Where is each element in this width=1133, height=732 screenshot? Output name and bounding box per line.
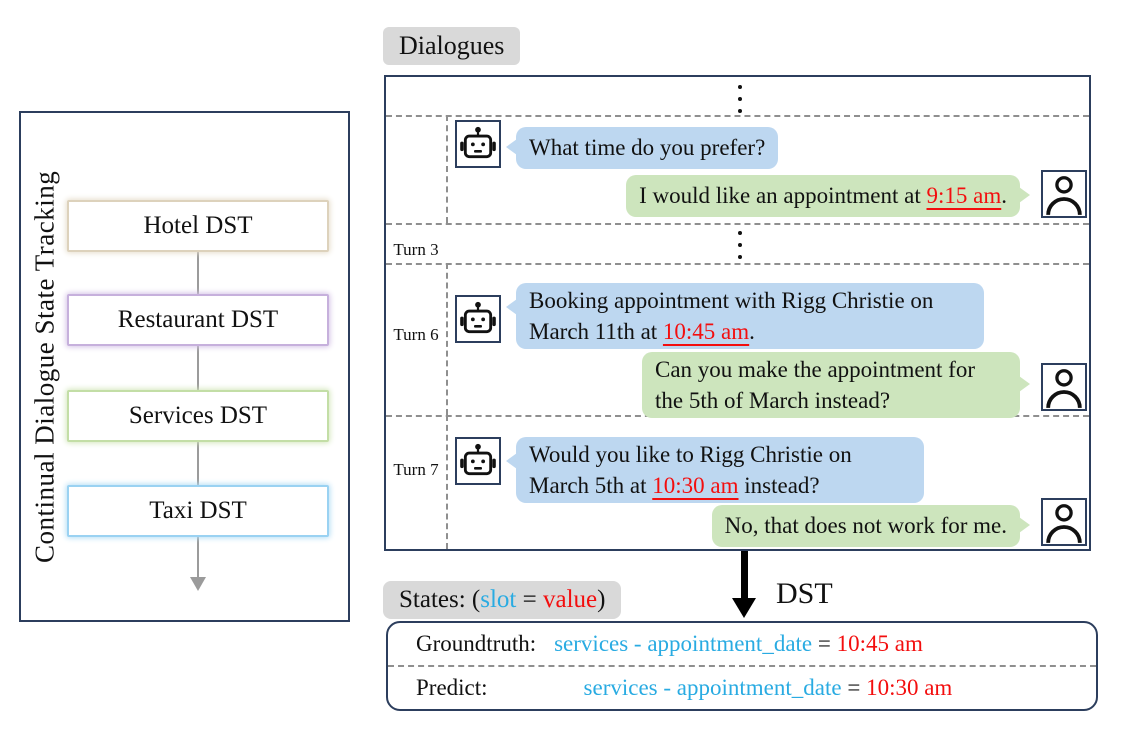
turn-divider — [386, 263, 1089, 265]
slot-value-highlight: 9:15 am — [926, 183, 1002, 208]
turn-label-divider — [446, 115, 448, 223]
message-text: What time do you prefer? — [529, 135, 766, 160]
message-text: I would like an appointment at — [639, 183, 927, 208]
continual-dst-panel: Continual Dialogue State Tracking Hotel … — [19, 111, 350, 622]
user-message-turn7: No, that does not work for me. — [711, 505, 1031, 547]
person-avatar — [1041, 363, 1087, 411]
robot-icon — [459, 300, 497, 338]
groundtruth-label: Groundtruth: — [416, 631, 537, 656]
turn-6-label: Turn 6 — [393, 325, 439, 344]
panel-title-vertical: Continual Dialogue State Tracking — [29, 170, 60, 563]
bot-message-turn3: What time do you prefer? — [505, 127, 779, 169]
robot-avatar — [455, 295, 501, 343]
dst-arrow-shaft — [741, 551, 748, 599]
robot-icon — [459, 442, 497, 480]
slot-value-highlight: 10:30 am — [652, 473, 739, 498]
dst-arrowhead-icon — [732, 598, 756, 618]
person-avatar — [1041, 498, 1087, 546]
message-text: Can you make the appointment for the 5th… — [655, 357, 976, 413]
task-flow-arrowhead-icon — [190, 577, 206, 591]
message-text: . — [1001, 183, 1007, 208]
turn-label-divider — [446, 263, 448, 415]
message-text: . — [749, 319, 755, 344]
turn-divider — [386, 223, 1089, 225]
result-divider — [388, 665, 1096, 667]
message-text: Booking appointment with Rigg Christie o… — [529, 288, 934, 344]
robot-icon — [459, 125, 497, 163]
predict-value: 10:30 am — [866, 675, 953, 700]
dialogues-header: Dialogues — [383, 27, 521, 65]
person-icon — [1044, 366, 1084, 408]
message-text: instead? — [738, 473, 820, 498]
states-value-token: value — [542, 586, 598, 613]
states-slot-token: slot — [480, 586, 517, 613]
states-suffix: ) — [597, 586, 606, 613]
message-text: No, that does not work for me. — [724, 513, 1007, 538]
equals-sign: = — [841, 675, 867, 700]
vertical-ellipsis-icon — [738, 231, 742, 259]
groundtruth-slot: services - appointment_date — [554, 631, 813, 656]
turn-divider — [386, 115, 1089, 117]
task-box-services: Services DST — [67, 390, 329, 442]
bot-message-turn6: Booking appointment with Rigg Christie o… — [506, 283, 984, 349]
task-box-taxi: Taxi DST — [67, 485, 329, 537]
predict-label: Predict: — [416, 675, 488, 700]
message-text: Would you like to Rigg Christie on March… — [529, 442, 852, 498]
groundtruth-value: 10:45 am — [836, 631, 923, 656]
bot-message-turn7: Would you like to Rigg Christie on March… — [506, 437, 924, 503]
states-equals: = — [516, 586, 543, 613]
state-result-box: Groundtruth: services - appointment_date… — [386, 621, 1098, 711]
vertical-ellipsis-icon — [738, 85, 742, 113]
robot-avatar — [455, 120, 501, 168]
turn-label-divider — [446, 415, 448, 549]
equals-sign: = — [812, 631, 837, 656]
task-box-hotel: Hotel DST — [67, 200, 329, 252]
states-prefix: States: ( — [399, 586, 481, 613]
states-legend: States: (slot = value) — [383, 581, 622, 619]
dst-arrow-label: DST — [776, 577, 833, 610]
dialogue-box: Turn 3 What time do you prefer? I would … — [384, 75, 1091, 551]
turn-7-label: Turn 7 — [393, 460, 439, 479]
person-icon — [1044, 501, 1084, 543]
user-message-turn3: I would like an appointment at 9:15 am. — [626, 175, 1030, 217]
task-box-restaurant: Restaurant DST — [67, 294, 329, 346]
user-message-turn6: Can you make the appointment for the 5th… — [642, 352, 1030, 418]
person-icon — [1044, 173, 1084, 215]
robot-avatar — [455, 437, 501, 485]
predict-row: Predict: services - appointment_date = 1… — [388, 667, 1096, 709]
groundtruth-row: Groundtruth: services - appointment_date… — [388, 623, 1096, 665]
predict-slot: services - appointment_date — [583, 675, 842, 700]
turn-3-label: Turn 3 — [393, 240, 439, 259]
person-avatar — [1041, 170, 1087, 218]
slot-value-highlight: 10:45 am — [662, 319, 750, 344]
